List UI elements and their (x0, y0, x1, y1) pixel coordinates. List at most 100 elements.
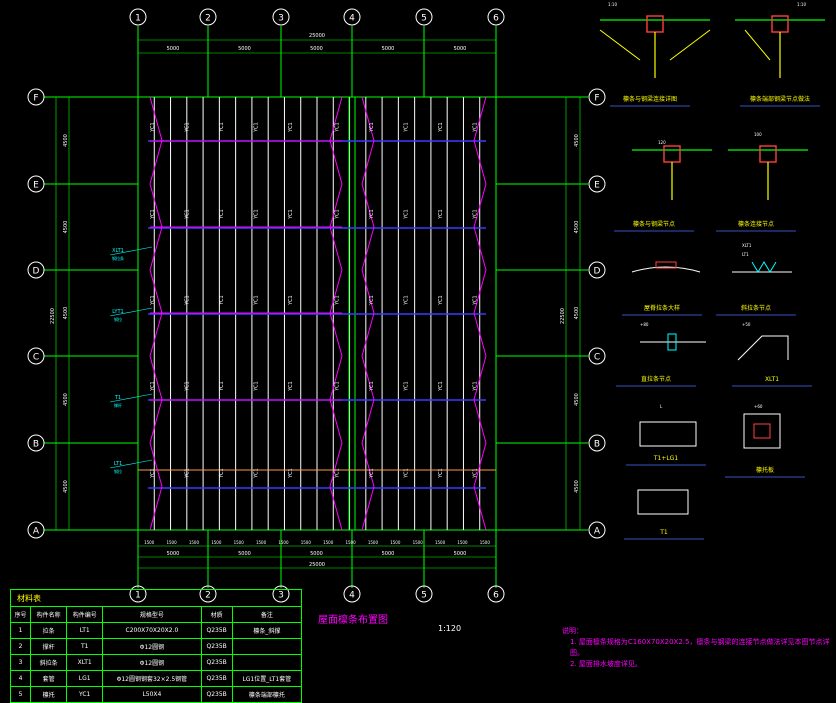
dim-side-right: 4500 (574, 221, 580, 234)
purlin-label: YC1 (369, 122, 375, 132)
bracing (473, 355, 487, 444)
axis-bubble (588, 175, 606, 193)
purlin-label: YC1 (369, 209, 375, 219)
detail-7-clip (667, 333, 677, 351)
dim-total-top: 25000 (309, 33, 325, 39)
table-cell: Φ12圆钢钢套32×2.5钢管 (102, 670, 202, 687)
callout-leader (109, 307, 153, 317)
dim-span-bottom: 5000 (167, 551, 180, 557)
purlin-label: YC1 (335, 122, 341, 132)
table-cell: Q235B (200, 654, 233, 671)
dim-fine-bottom: 1500 (256, 540, 267, 545)
table-cell: Q235B (200, 670, 233, 687)
table-cell: 2 (9, 638, 32, 655)
purlin-label: YC1 (219, 381, 225, 391)
dim-fine-bottom: 1500 (323, 540, 334, 545)
axis-bubble (27, 261, 45, 279)
detail-label: 檩条与钢梁节点 (633, 220, 675, 228)
purlin-label: YC1 (404, 381, 410, 391)
dim-side-right: 4500 (574, 480, 580, 493)
detail-layer (599, 15, 825, 540)
axis-bubble (415, 8, 433, 26)
axis-bubble (27, 434, 45, 452)
table-cell: 撑杆 (30, 638, 68, 655)
callout-sub: 钢拉 (114, 316, 122, 322)
table-header-cell: 材质 (200, 606, 233, 623)
table-cell: 3 (9, 654, 32, 671)
dim-span-top: 5000 (454, 46, 467, 52)
dim-total-bottom: 25000 (309, 562, 325, 568)
axis-label-right: E (594, 181, 600, 191)
notes-title: 说明： (562, 627, 583, 635)
detail-label: 檩托板 (756, 466, 774, 474)
table-title-row: 材料表 (10, 589, 302, 607)
bracing (473, 183, 487, 271)
axis-label-top: 6 (493, 14, 499, 24)
axis-bubble (588, 88, 606, 106)
axis-label-bottom: 5 (421, 591, 427, 601)
detail-label: 直拉条节点 (641, 375, 671, 383)
table-header-cell: 备注 (231, 606, 303, 623)
purlin-label: YC1 (438, 468, 444, 478)
table-cell: Q235B (200, 622, 233, 639)
bracing (473, 442, 487, 531)
callout-code: T1 (114, 395, 121, 401)
axis-bubble (588, 521, 606, 539)
detail-10-bolt (753, 423, 771, 439)
dim-side-left: 4500 (63, 393, 69, 406)
notes-line-1: 1. 屋面檩条规格为C160X70X20X2.5，檩条与钢梁的连接节点做法详见本… (570, 638, 830, 657)
table-cell: 檩条端部檩托 (231, 686, 303, 703)
dim-span-top: 5000 (238, 46, 251, 52)
callout-sub: 钢拉条 (112, 255, 124, 261)
dim-span-bottom: 5000 (238, 551, 251, 557)
bracing (361, 442, 375, 531)
dim-span-top: 5000 (310, 46, 323, 52)
purlin-label: YC1 (254, 209, 260, 219)
dim-fine-bottom: 1500 (413, 540, 424, 545)
axis-bubble (415, 585, 433, 603)
detail-10-shape (743, 413, 781, 449)
table-cell: LT1 (66, 622, 104, 639)
axis-bubble (272, 8, 290, 26)
axis-label-top: 1 (135, 14, 141, 24)
axis-bubble (487, 585, 505, 603)
axis-label-left: B (33, 440, 39, 450)
detail-small-text: +50 (742, 322, 751, 327)
axis-label-top: 4 (349, 14, 355, 24)
purlin-label: YC1 (369, 295, 375, 305)
table-cell: 5 (9, 686, 32, 703)
purlin-label: YC1 (404, 122, 410, 132)
purlin-label: YC1 (404, 209, 410, 219)
dim-fine-bottom: 1500 (144, 540, 155, 545)
axis-label-left: A (33, 527, 40, 537)
callout-sub: 撑杆 (114, 402, 122, 408)
detail-1-purlin (646, 15, 664, 33)
purlin-label: YC1 (404, 295, 410, 305)
dim-side-left: 4500 (63, 221, 69, 234)
table-cell: 檩条_斜撑 (231, 622, 303, 639)
detail-label: T1 (659, 529, 668, 536)
table-header-cell: 构件名称 (30, 606, 68, 623)
detail-label: 檩条与钢梁连接详图 (623, 95, 677, 103)
table-header-cell: 规格型号 (102, 606, 202, 623)
purlin-label: YC1 (150, 122, 156, 132)
purlin-label: YC1 (473, 209, 479, 219)
axis-label-right: A (594, 527, 601, 537)
detail-5-clip (655, 261, 677, 269)
axis-label-right: D (594, 267, 601, 277)
table-cell: C200X70X20X2.0 (102, 622, 202, 639)
purlin-label: YC1 (150, 381, 156, 391)
purlin-label: YC1 (404, 468, 410, 478)
table-cell: 1 (9, 622, 32, 639)
purlin-label: YC1 (185, 209, 191, 219)
dim-span-bottom: 5000 (310, 551, 323, 557)
table-cell: Φ12圆钢 (102, 654, 202, 671)
dim-fine-bottom: 1500 (189, 540, 200, 545)
dim-fine-bottom: 1500 (166, 540, 177, 545)
dim-side-right: 4500 (574, 134, 580, 147)
table-cell: XLT1 (66, 654, 104, 671)
bracing (473, 96, 487, 185)
purlin-label: YC1 (219, 468, 225, 478)
